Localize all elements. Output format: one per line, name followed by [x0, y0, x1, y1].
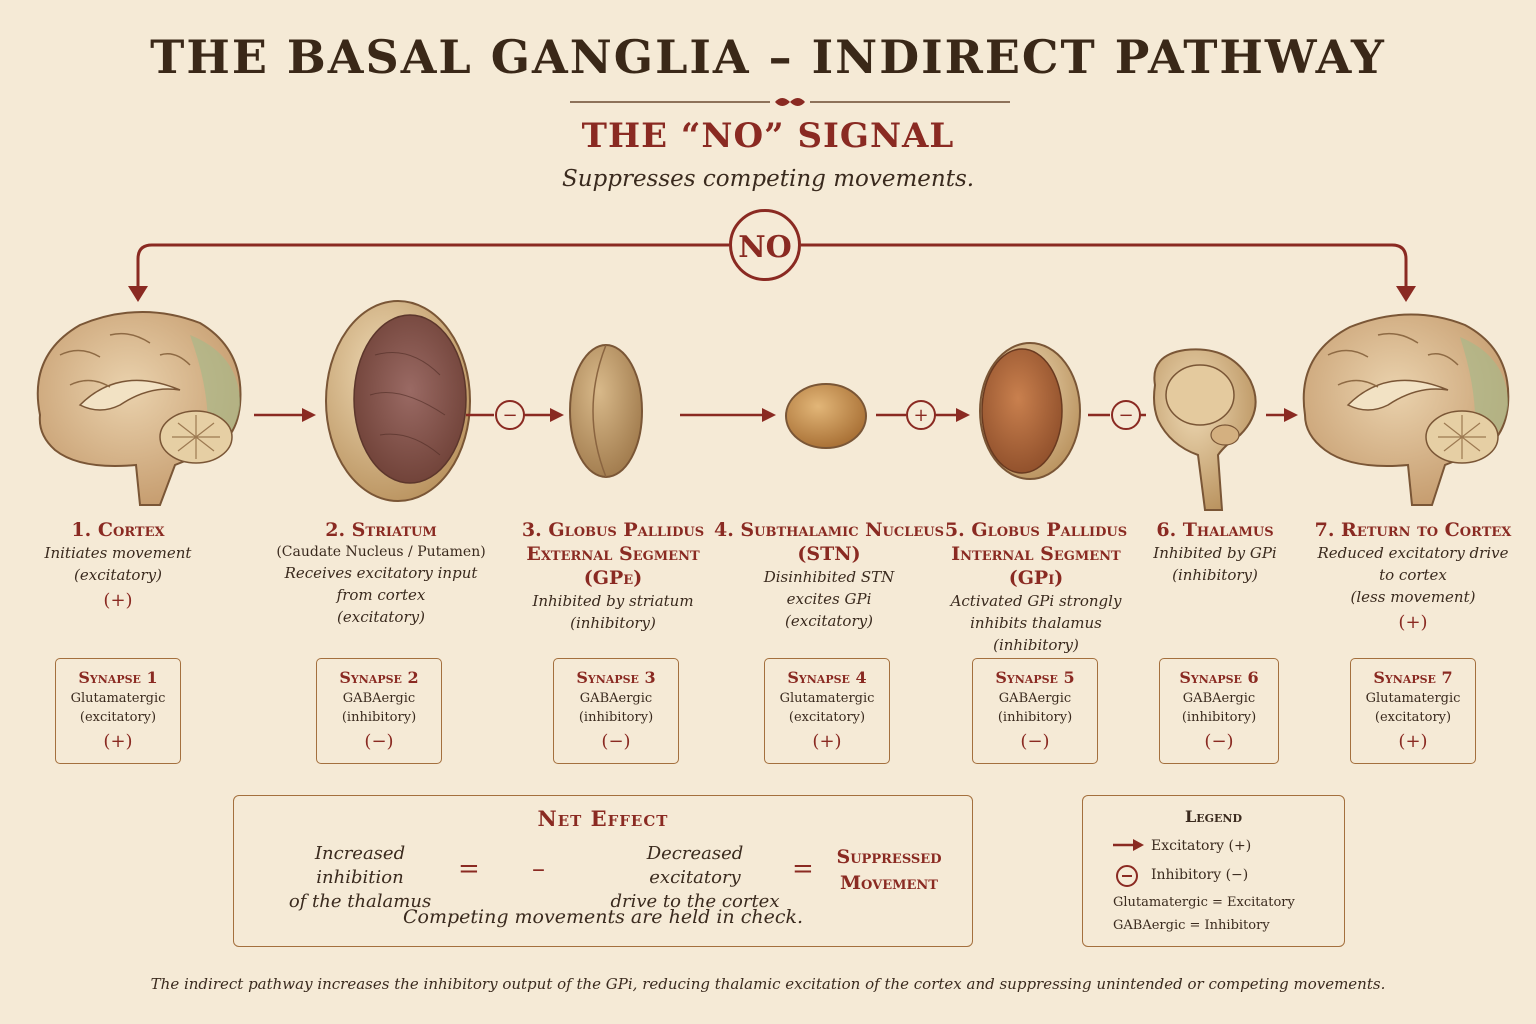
stage-title: 2. Striatum: [266, 518, 496, 542]
net-effect-consequence: Decreased excitatory drive to the cortex: [600, 842, 790, 914]
stage-title: 4. Subthalamic Nucleus: [707, 518, 951, 542]
net-effect-box: Net Effect Increased inhibition of the t…: [233, 795, 973, 947]
stage-sign: (+): [3, 590, 233, 611]
synapse-type: GABAergic: [1160, 689, 1278, 708]
net-effect-cause: Increased inhibition of the thalamus: [274, 842, 446, 914]
legend-excitatory: Excitatory (+): [1151, 838, 1251, 854]
stage-desc-1: Inhibited by striatum: [498, 590, 728, 612]
stage-desc-2: to cortex: [1296, 564, 1530, 586]
stage-title: 3. Globus Pallidus: [498, 518, 728, 542]
synapse-box-5: Synapse 5 GABAergic (inhibitory) (−): [972, 658, 1098, 764]
stage-title: 1. Cortex: [3, 518, 233, 542]
synapse-title: Synapse 5: [973, 667, 1097, 689]
stage-desc-3: (inhibitory): [921, 634, 1151, 656]
stage-stn: 4. Subthalamic Nucleus (STN) Disinhibite…: [707, 518, 951, 632]
synapse-effect: (inhibitory): [1160, 708, 1278, 727]
connector-sign-3: −: [1118, 405, 1133, 426]
synapse-box-3: Synapse 3 GABAergic (inhibitory) (−): [553, 658, 679, 764]
connector-arrow-1: [254, 408, 316, 422]
equals-sign-2: =: [792, 854, 814, 884]
stage-desc-1: Disinhibited STN: [707, 566, 951, 588]
synapse-title: Synapse 2: [317, 667, 441, 689]
legend-title: Legend: [1083, 807, 1344, 826]
stage-desc-2: from cortex: [266, 584, 496, 606]
synapse-title: Synapse 3: [554, 667, 678, 689]
net-effect-title: Net Effect: [234, 806, 972, 831]
net-effect-result-line-2: Movement: [814, 870, 964, 896]
connector-sign-1: −: [502, 405, 517, 426]
stage-desc-1: Activated GPi strongly: [921, 590, 1151, 612]
equals-sign-1: =: [458, 854, 480, 884]
synapse-sign: (+): [56, 731, 180, 752]
stage-sign: (+): [1296, 612, 1530, 633]
synapse-sign: (−): [554, 731, 678, 752]
synapse-sign: (+): [1351, 731, 1475, 752]
synapse-type: Glutamatergic: [1351, 689, 1475, 708]
synapse-type: GABAergic: [973, 689, 1097, 708]
synapse-sign: (−): [1160, 731, 1278, 752]
stage-return-cortex: 7. Return to Cortex Reduced excitatory d…: [1296, 518, 1530, 633]
synapse-type: GABAergic: [317, 689, 441, 708]
connector-arrow-4: +: [876, 401, 970, 429]
synapse-box-6: Synapse 6 GABAergic (inhibitory) (−): [1159, 658, 1279, 764]
stage-desc-3: (excitatory): [707, 610, 951, 632]
stage-gpe: 3. Globus Pallidus External Segment (GPe…: [498, 518, 728, 634]
net-effect-result: Suppressed Movement: [814, 844, 964, 896]
synapse-title: Synapse 4: [765, 667, 889, 689]
connector-sign-2: +: [913, 405, 928, 426]
stage-title: 7. Return to Cortex: [1296, 518, 1530, 542]
stage-subtitle: (Caudate Nucleus / Putamen): [266, 542, 496, 562]
net-effect-result-line-1: Suppressed: [814, 844, 964, 870]
synapse-type: Glutamatergic: [56, 689, 180, 708]
synapse-type: GABAergic: [554, 689, 678, 708]
synapse-box-2: Synapse 2 GABAergic (inhibitory) (−): [316, 658, 442, 764]
synapse-box-7: Synapse 7 Glutamatergic (excitatory) (+): [1350, 658, 1476, 764]
stage-desc-1: Initiates movement: [3, 542, 233, 564]
minus-sign: –: [532, 854, 545, 884]
synapse-box-4: Synapse 4 Glutamatergic (excitatory) (+): [764, 658, 890, 764]
stage-cortex: 1. Cortex Initiates movement (excitatory…: [3, 518, 233, 611]
legend-box: Legend Excitatory (+) Inhibitory (−) Glu…: [1082, 795, 1345, 947]
synapse-effect: (excitatory): [765, 708, 889, 727]
synapse-effect: (inhibitory): [317, 708, 441, 727]
legend-note-glutamatergic: Glutamatergic = Excitatory: [1113, 895, 1295, 910]
stage-desc-2: (inhibitory): [498, 612, 728, 634]
stage-desc-1: Reduced excitatory drive: [1296, 542, 1530, 564]
net-effect-consequence-line-1: Decreased excitatory: [600, 842, 790, 890]
synapse-type: Glutamatergic: [765, 689, 889, 708]
synapse-sign: (−): [317, 731, 441, 752]
connector-arrow-2: −: [466, 401, 564, 429]
stage-title-2: (STN): [707, 542, 951, 566]
stage-striatum: 2. Striatum (Caudate Nucleus / Putamen) …: [266, 518, 496, 628]
stage-desc-1: Receives excitatory input: [266, 562, 496, 584]
connector-arrow-5: −: [1088, 401, 1146, 429]
synapse-box-1: Synapse 1 Glutamatergic (excitatory) (+): [55, 658, 181, 764]
stage-desc-2: inhibits thalamus: [921, 612, 1151, 634]
pathway-connectors: − + −: [0, 390, 1536, 440]
stage-desc-3: (less movement): [1296, 586, 1530, 608]
synapse-sign: (+): [765, 731, 889, 752]
synapse-sign: (−): [973, 731, 1097, 752]
synapse-title: Synapse 1: [56, 667, 180, 689]
synapse-effect: (excitatory): [1351, 708, 1475, 727]
stage-desc-3: (excitatory): [266, 606, 496, 628]
stage-desc-2: excites GPi: [707, 588, 951, 610]
legend-inhibitory: Inhibitory (−): [1151, 867, 1248, 883]
synapse-title: Synapse 6: [1160, 667, 1278, 689]
inhibitory-circle-icon: [1115, 864, 1139, 888]
net-effect-footer: Competing movements are held in check.: [234, 906, 972, 928]
connector-arrow-6: [1266, 408, 1298, 422]
excitatory-arrow-icon: [1113, 838, 1145, 852]
synapse-effect: (inhibitory): [554, 708, 678, 727]
legend-note-gabaergic: GABAergic = Inhibitory: [1113, 918, 1270, 933]
synapse-effect: (excitatory): [56, 708, 180, 727]
no-signal-badge: NO: [729, 209, 801, 281]
connector-arrow-3: [680, 408, 776, 422]
synapse-effect: (inhibitory): [973, 708, 1097, 727]
stage-title-2: External Segment (GPe): [498, 542, 728, 590]
stage-desc-2: (excitatory): [3, 564, 233, 586]
net-effect-cause-line-1: Increased inhibition: [274, 842, 446, 890]
footer-caption: The indirect pathway increases the inhib…: [0, 975, 1536, 993]
synapse-title: Synapse 7: [1351, 667, 1475, 689]
